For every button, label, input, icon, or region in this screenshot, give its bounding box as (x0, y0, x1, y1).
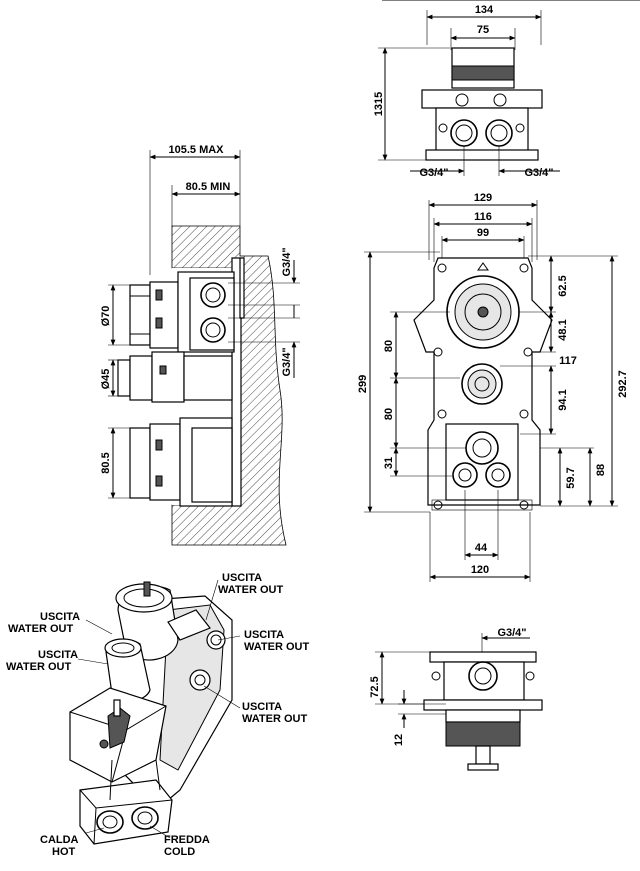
dim-59-7: 59.7 (565, 467, 577, 488)
thread-side-upper: G3/4" (281, 247, 293, 276)
dim-width-129: 129 (474, 192, 492, 204)
top-view: 134 75 1315 G3/4" G3/4" (373, 0, 640, 179)
dim-width-44: 44 (475, 542, 488, 554)
dim-height-80-5: 80.5 (100, 452, 112, 473)
dim-117: 117 (559, 355, 577, 367)
dim-diameter-70: Ø70 (100, 306, 112, 327)
dim-top-width-134: 134 (475, 4, 494, 16)
dim-top-height-1315: 1315 (373, 92, 385, 116)
dim-depth-min: 80.5 MIN (186, 181, 231, 193)
dim-top-width-75: 75 (477, 24, 489, 36)
dim-spacing-31: 31 (383, 457, 395, 469)
dim-292-7: 292.7 (617, 370, 629, 398)
bottom-view: G3/4" 72.5 12 (369, 627, 543, 771)
dim-diameter-45: Ø45 (100, 369, 112, 390)
thread-side-lower: G3/4" (281, 347, 293, 376)
dim-spacing-80-lower: 80 (383, 408, 395, 420)
dim-62-5: 62.5 (557, 275, 569, 296)
dim-height-12: 12 (393, 734, 405, 746)
dim-height-72-5: 72.5 (369, 676, 381, 697)
front-view: 129 116 99 (357, 192, 629, 582)
dim-48-1: 48.1 (557, 319, 569, 340)
dim-width-120: 120 (471, 564, 489, 576)
dim-94-1: 94.1 (557, 389, 569, 410)
thread-top-right: G3/4" (524, 167, 553, 179)
thread-top-left: G3/4" (419, 167, 448, 179)
dim-height-299: 299 (357, 375, 369, 393)
dim-width-99: 99 (477, 227, 489, 239)
dim-depth-max: 105.5 MAX (168, 144, 224, 156)
dim-spacing-80-upper: 80 (383, 340, 395, 352)
side-section-view: 105.5 MAX 80.5 MIN Ø70 Ø45 (100, 144, 300, 546)
thread-bottom: G3/4" (497, 627, 526, 639)
dim-width-116: 116 (474, 211, 492, 223)
dim-88: 88 (595, 464, 607, 476)
